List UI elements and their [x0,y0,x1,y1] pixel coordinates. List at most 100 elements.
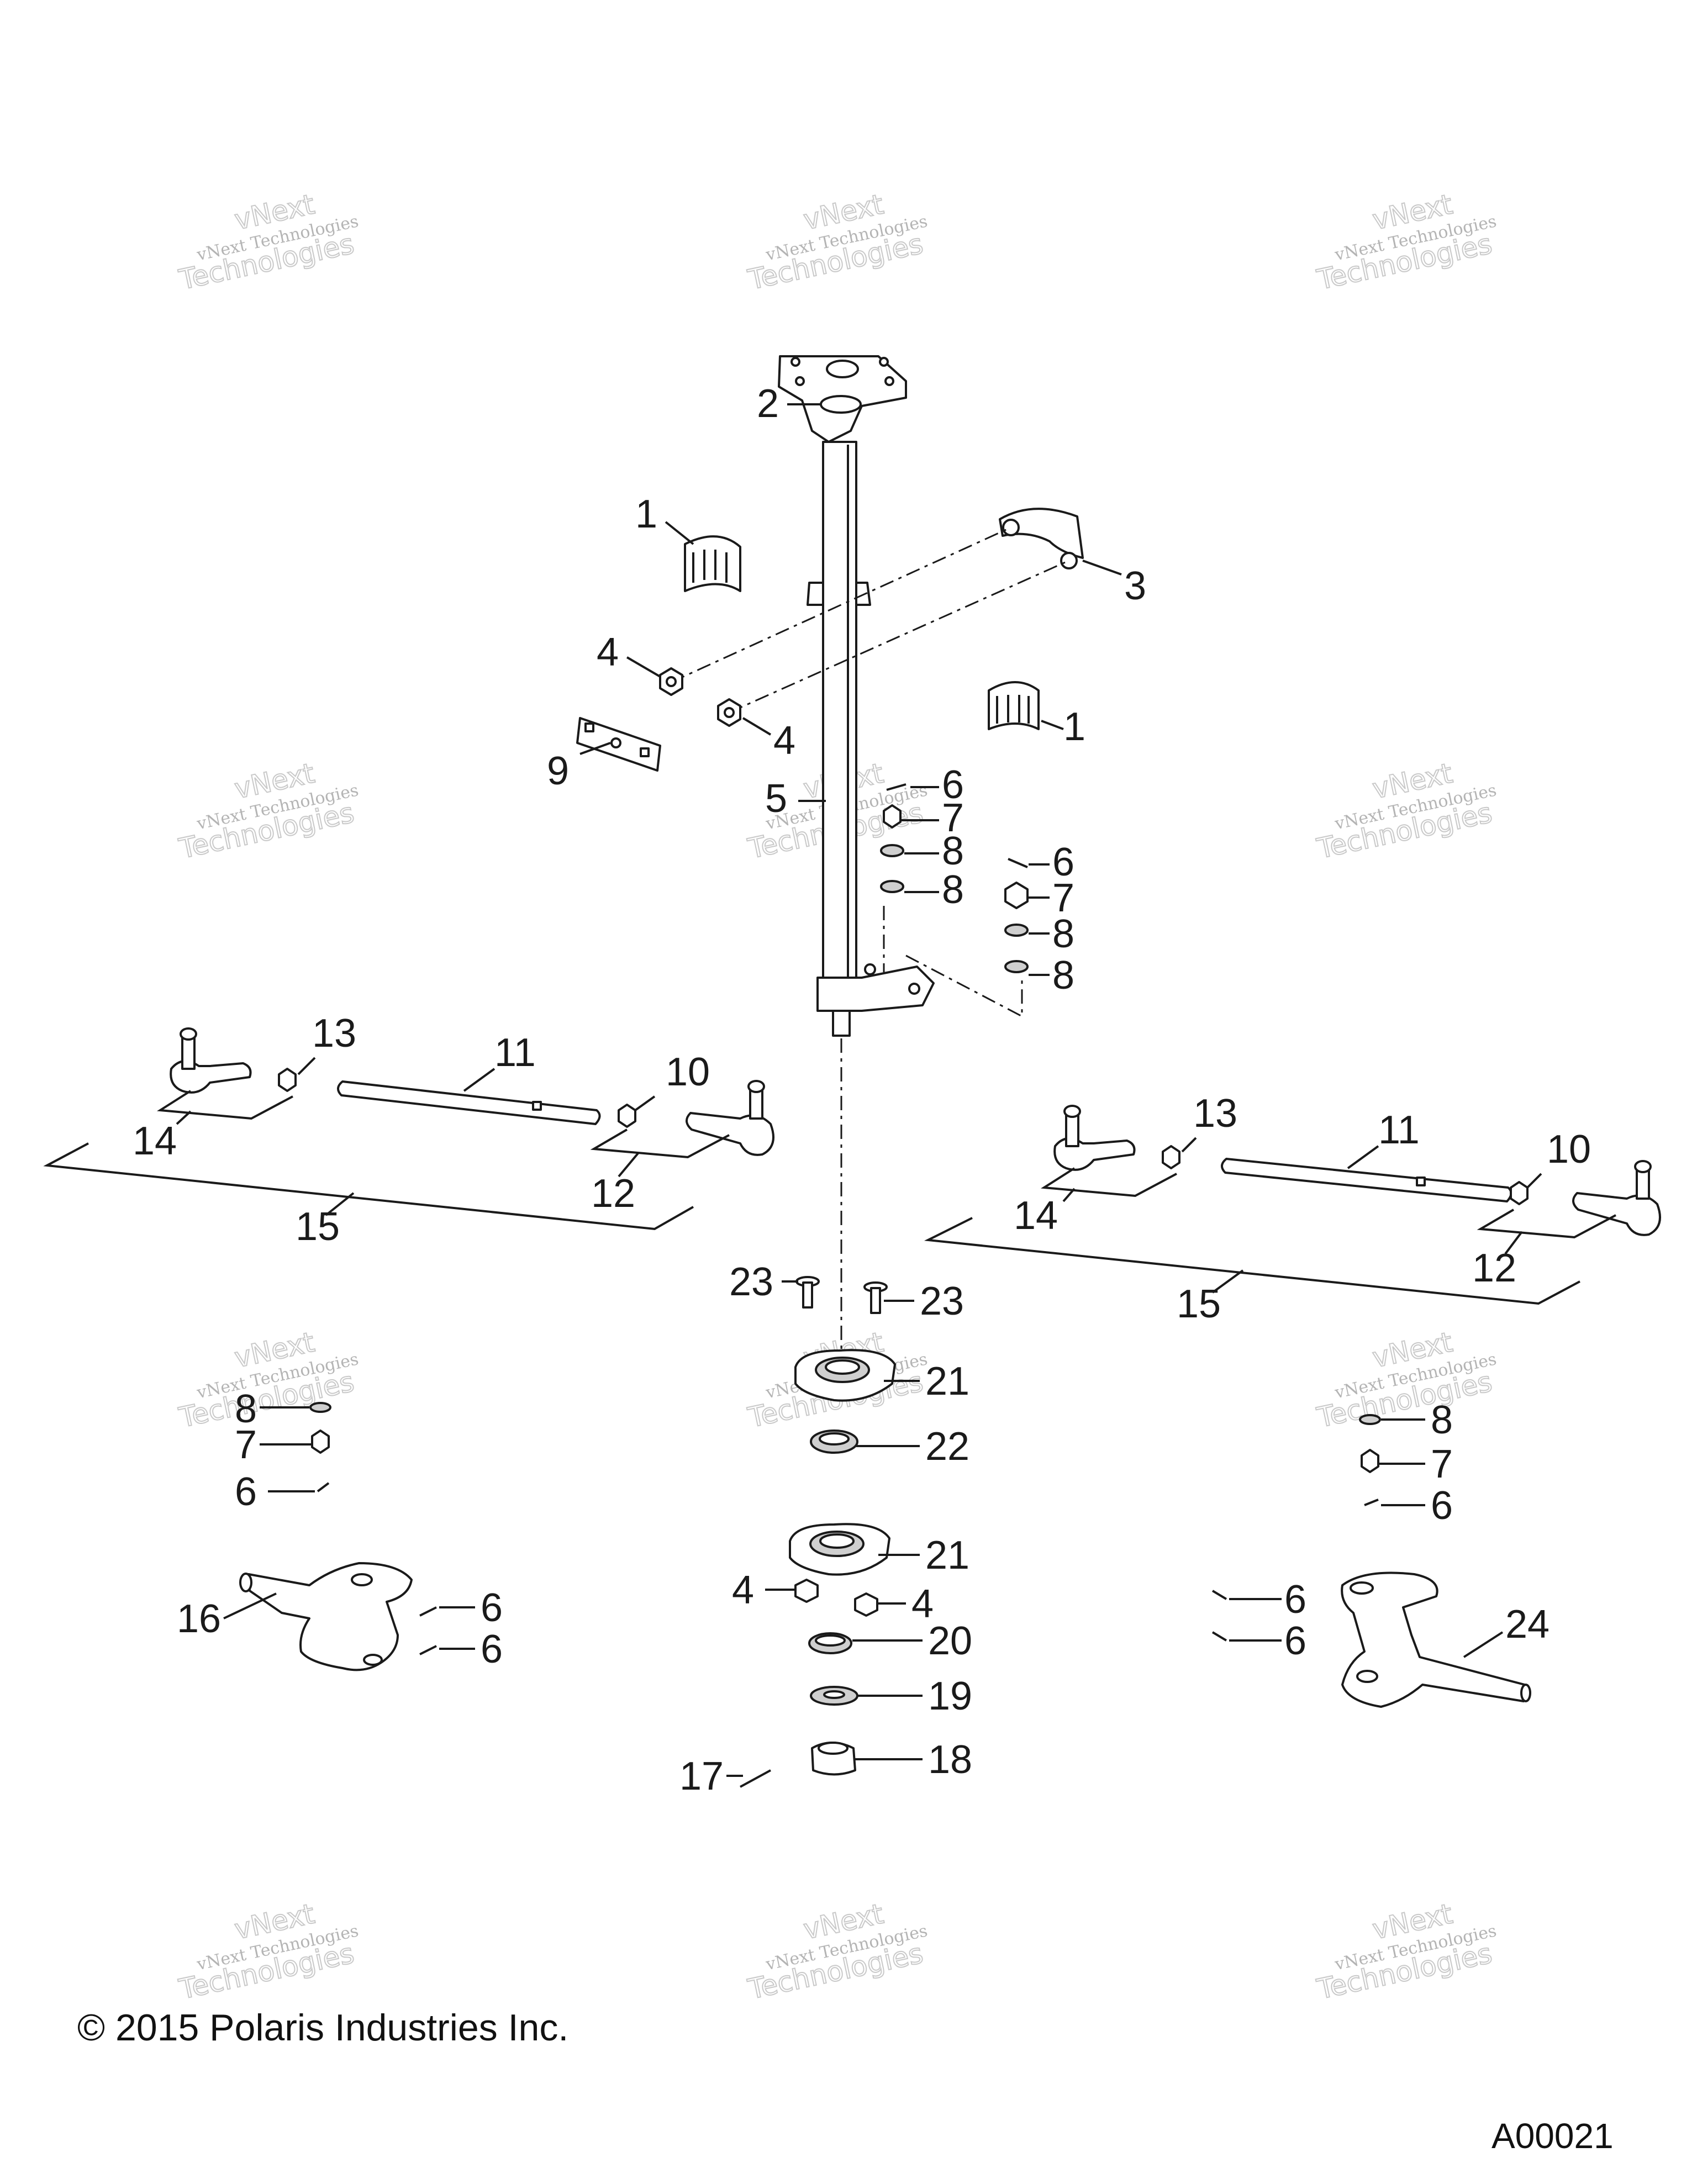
callout-21: 21 [925,1359,969,1404]
watermark: vNext vNext Technologies Technologies [1314,1897,1498,2006]
callout-7: 7 [235,1423,257,1467]
callout-14: 14 [1014,1194,1058,1238]
callout-18: 18 [928,1738,972,1782]
part-1-bushing-left [684,535,741,592]
callout-6: 6 [481,1586,503,1630]
part-1-bushing-right [988,681,1040,730]
callout-21: 21 [925,1533,969,1578]
callout-1: 1 [635,492,657,536]
part-2-cap [820,395,862,414]
watermark: vNext vNext Technologies Technologies [745,188,929,297]
callout-8: 8 [235,1387,257,1431]
bracket-14 [1040,1167,1177,1197]
spindle-end [1520,1684,1531,1702]
part-4-nut [717,698,741,727]
part-13-jam-nut [278,1068,297,1092]
part-9-plate [576,717,661,772]
part-6-cotter-pin [419,1645,437,1655]
bolt-hole [908,983,920,995]
callout-4: 4 [911,1582,934,1626]
bolt-hole [795,376,805,386]
part-17-cotter-pin [740,1769,771,1788]
callout-labels: 2 1 1 3 4 4 9 5 6 7 8 8 6 7 8 8 13 11 10… [133,382,1591,1798]
callout-11: 11 [1378,1108,1420,1152]
spindle-end [239,1573,252,1592]
callout-17: 17 [679,1754,724,1798]
steering-post-spline [832,1010,851,1037]
part-24-spindle-right [1341,1571,1526,1708]
part-4-nut [659,667,683,696]
bracket-12 [590,1128,730,1159]
part-8-washer [880,844,904,857]
watermark: vNext vNext Technologies Technologies [176,757,360,866]
bearing-bore [825,1359,860,1375]
callout-6: 6 [1052,840,1074,884]
callout-23: 23 [729,1260,773,1304]
seal-bore [819,1432,850,1446]
assembly-line [671,526,1011,683]
part-6-cotter-pin [317,1482,330,1492]
spindle-boss [351,1573,373,1586]
washer-bore [823,1690,845,1699]
part-4-nut [794,1579,819,1603]
callout-23: 23 [920,1279,964,1323]
callout-15: 15 [296,1205,340,1249]
tie-rod-assembly-left [43,1027,774,1231]
steering-post-assembly [778,355,1023,1364]
tie-rod-end-top [1063,1105,1081,1118]
callout-2: 2 [757,382,779,426]
callout-leaders [176,403,1542,1777]
tube-flat [532,1101,542,1111]
callout-9: 9 [547,749,569,793]
callout-7: 7 [942,796,964,840]
callout-4: 4 [732,1568,754,1612]
bolt-hole [884,376,894,386]
callout-5: 5 [765,777,787,821]
nut-bore [818,1742,848,1755]
assembly-line [905,954,1023,1018]
tube-flat [1416,1177,1426,1186]
tie-rod-assembly-right [924,1105,1661,1305]
callout-22: 22 [925,1425,969,1469]
callout-15: 15 [1177,1282,1221,1326]
steering-post-shaft [822,441,857,984]
callout-20: 20 [928,1619,972,1663]
part-10-jam-nut [1510,1181,1529,1205]
ring-bore [815,1634,846,1647]
part-16-spindle-left [247,1562,413,1671]
callout-1: 1 [1063,705,1085,749]
callout-13: 13 [312,1011,356,1056]
watermark: vNext vNext Technologies Technologies [176,1326,360,1434]
watermark: vNext vNext Technologies Technologies [176,1897,360,2006]
figure-id: A00021 [1492,2116,1614,2156]
callout-14: 14 [133,1119,177,1163]
part-6-cotter-pin [1211,1631,1227,1642]
part-7-castle-nut [1361,1449,1379,1473]
callout-24: 24 [1505,1602,1550,1647]
tie-rod-end-top [1634,1160,1652,1173]
callout-8: 8 [1052,953,1074,998]
spindle-boss [363,1654,383,1666]
callout-6: 6 [1431,1484,1453,1528]
part-8-washer [1004,960,1029,973]
part-6-cotter-pin [419,1606,437,1617]
bracket-15 [924,1217,1580,1305]
left-spindle-group [239,1402,437,1671]
callout-4: 4 [597,630,619,674]
callout-11: 11 [494,1031,536,1075]
callout-12: 12 [1472,1246,1516,1290]
watermark: vNext vNext Technologies Technologies [1314,757,1498,866]
watermark: vNext vNext Technologies Technologies [1314,1326,1498,1434]
spindle-boss [1356,1670,1378,1683]
callout-19: 19 [928,1674,972,1718]
callout-3: 3 [1124,564,1146,608]
callout-7: 7 [1431,1442,1453,1486]
callout-4: 4 [773,719,795,763]
callout-6: 6 [235,1470,257,1514]
lower-bearing-stack [740,1276,896,1788]
callout-8: 8 [942,829,964,873]
bracket-14 [156,1090,293,1120]
callout-8: 8 [1431,1398,1453,1442]
callout-6: 6 [942,763,964,807]
